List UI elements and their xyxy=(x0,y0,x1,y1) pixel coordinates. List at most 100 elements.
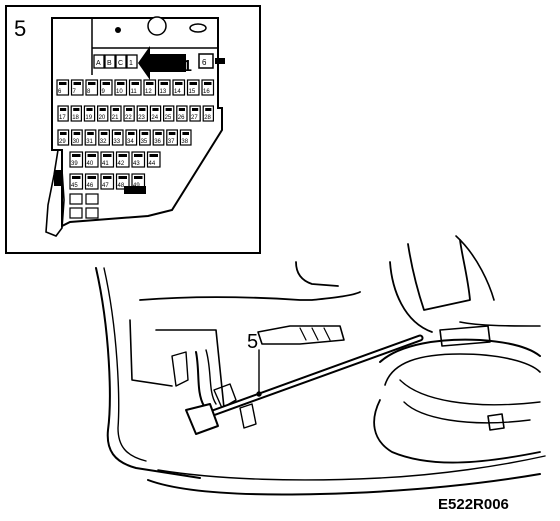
car-interior-view xyxy=(95,235,546,496)
fuse-contact xyxy=(73,132,81,135)
b-pillar xyxy=(389,261,433,333)
fuse-number: 30 xyxy=(73,139,80,145)
mounting-slot xyxy=(189,23,207,33)
relay-label: B xyxy=(107,60,112,67)
fuse-number: 14 xyxy=(174,89,181,95)
relay-label: 1 xyxy=(129,60,133,67)
fuse-number: 45 xyxy=(71,183,78,189)
seat-contour xyxy=(399,379,541,406)
wire-harness xyxy=(45,149,65,237)
fuse-slot xyxy=(172,79,186,96)
fuse-slot xyxy=(70,105,82,122)
fuse-slot xyxy=(56,79,70,96)
fuse-number: 18 xyxy=(72,115,79,121)
seat-contour xyxy=(403,401,531,424)
fuse-contact xyxy=(60,108,67,111)
fuse-number: 48 xyxy=(118,183,125,189)
tool-handle xyxy=(185,403,219,435)
relay-slot xyxy=(126,54,138,69)
fuse-contact xyxy=(86,108,93,111)
fuse-number: 24 xyxy=(151,115,158,121)
fuse-contact xyxy=(73,108,80,111)
fuse-slot xyxy=(57,105,69,122)
fuse-contact xyxy=(152,108,159,111)
fuse-contact xyxy=(114,132,121,135)
fuse-number: 41 xyxy=(102,161,109,167)
fuse-number: 22 xyxy=(125,115,132,121)
figure-code: E522R006 xyxy=(438,496,509,513)
fuse-contact xyxy=(165,108,172,111)
fuse-slot xyxy=(84,129,97,146)
fuse-contact xyxy=(205,108,212,111)
fuse-number: 44 xyxy=(149,161,156,167)
window-trim xyxy=(295,261,339,287)
fuse-contact xyxy=(168,132,176,135)
fuse-contact xyxy=(160,82,168,85)
fuse-contact xyxy=(72,176,81,179)
fuse-slot xyxy=(163,105,175,122)
fuse-number: 6 xyxy=(58,89,62,95)
side-tab xyxy=(215,58,225,64)
fuse-slot xyxy=(70,129,83,146)
fuse-number: 34 xyxy=(127,139,134,145)
fuse-number: 23 xyxy=(138,115,145,121)
fuse-contact xyxy=(99,108,106,111)
fuse-number: 42 xyxy=(118,161,125,167)
fuse-number: 17 xyxy=(59,115,66,121)
fuse-contact xyxy=(87,154,96,157)
door-frame xyxy=(95,267,201,479)
seat-cushion-top xyxy=(379,338,541,363)
seat-base xyxy=(373,399,541,464)
dashboard-edge xyxy=(139,291,361,301)
fuse-number: 38 xyxy=(181,139,188,145)
fuse-slot xyxy=(201,79,215,96)
fuse-slot xyxy=(202,105,214,122)
fuse-number: 32 xyxy=(100,139,107,145)
fuse-contact xyxy=(103,176,112,179)
fuse-number: 29 xyxy=(59,139,66,145)
cover-ribs xyxy=(299,327,331,341)
fuse-slot xyxy=(99,79,113,96)
seat-cushion-front xyxy=(384,353,541,386)
fuse-contact xyxy=(131,82,139,85)
fuse-number: 28 xyxy=(204,115,211,121)
fuse-contact xyxy=(128,132,135,135)
seat-adjust-knob xyxy=(487,413,505,431)
fuse-contact xyxy=(59,82,67,85)
fuse-slot xyxy=(98,129,111,146)
fuse-contact xyxy=(102,82,110,85)
fuse-contact xyxy=(149,154,158,157)
fuse-contact xyxy=(189,82,197,85)
fuse-number: 21 xyxy=(112,115,119,121)
fuse-contact xyxy=(204,82,212,85)
relay-slot xyxy=(93,54,105,69)
headrest-pillar xyxy=(407,239,471,311)
mounting-hole xyxy=(115,27,121,33)
relay-slot xyxy=(104,54,116,69)
fuse-number: 11 xyxy=(131,89,138,95)
fuse-panel-cover xyxy=(257,325,345,345)
fuse-slot xyxy=(186,79,200,96)
mounting-hole xyxy=(147,16,167,36)
fuse-slot xyxy=(114,79,128,96)
connector-block xyxy=(85,193,99,205)
inset-callout-number: 1 xyxy=(183,58,192,75)
door-sill xyxy=(147,473,541,496)
fuse-slot xyxy=(111,129,124,146)
fuse-slot xyxy=(166,129,179,146)
fuse-slot xyxy=(128,79,142,96)
fuse-slot xyxy=(110,105,122,122)
fuse-contact xyxy=(139,108,146,111)
side-relay-label: 6 xyxy=(202,58,207,67)
fuse-slot xyxy=(125,129,138,146)
fuse-box-wires xyxy=(195,351,205,407)
fuse-contact xyxy=(60,132,67,135)
fuse-contact xyxy=(112,108,119,111)
fuse-slot xyxy=(136,105,148,122)
fuse-number: 25 xyxy=(165,115,172,121)
